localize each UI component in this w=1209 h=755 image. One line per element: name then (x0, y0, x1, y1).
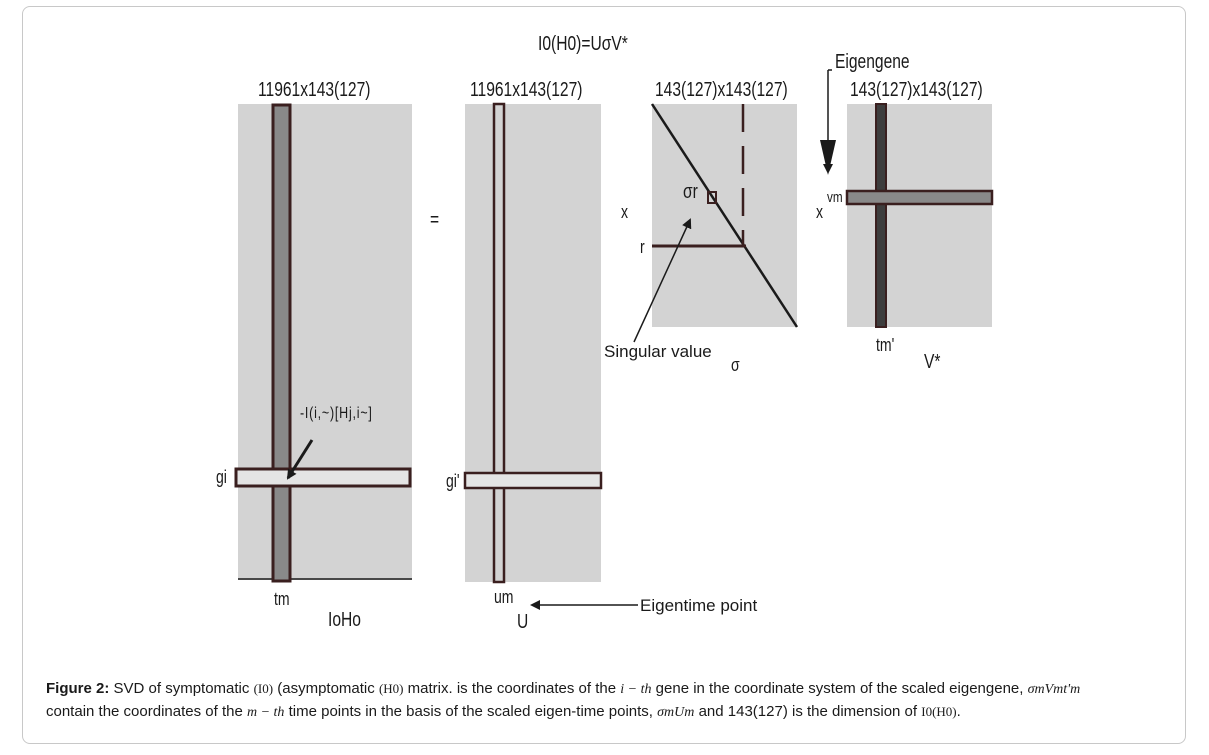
x-label-sigma: x (621, 202, 629, 222)
eigengene-label: Eigengene (835, 51, 910, 73)
gi-label: gi (216, 467, 227, 487)
matrix-ioho-row-gi (234, 467, 412, 488)
sigma-r-label: σr (683, 181, 698, 203)
caption-math-1: (I0) (253, 681, 274, 696)
caption-text-3: matrix. is the coordinates of the (407, 680, 617, 697)
dim-label-ioho: 11961x143(127) (258, 79, 371, 101)
caption-math-3: i − th (620, 682, 652, 697)
r-label: r (640, 237, 645, 257)
dim-label-vstar: 143(127)x143(127) (850, 79, 983, 101)
caption-text-7: and 143(127) is the dimension of (698, 703, 918, 720)
equals-sign: = (430, 209, 440, 231)
matrix-u-column-um (492, 102, 506, 584)
singular-value-label: Singular value (604, 342, 712, 361)
matrix-vstar-column-tm-prime (875, 103, 887, 328)
matrix-u-row-gi-prime (463, 471, 603, 490)
caption-text-1: SVD of symptomatic (113, 680, 250, 697)
eigengene-arrow-head (820, 140, 836, 175)
matrix-ioho-column-tm (271, 103, 292, 583)
dim-label-u: 11961x143(127) (470, 79, 583, 101)
um-label: um (494, 587, 514, 607)
sigma-r-element (707, 191, 717, 204)
caption-math-6: σmUm (657, 705, 695, 720)
caption-text-6: time points in the basis of the scaled e… (288, 703, 653, 720)
sigma-label: σ (731, 355, 740, 375)
caption-math-5: m − th (246, 705, 285, 720)
equation-label: I0(H0)=UσV* (538, 33, 628, 55)
cell-expression-label: -I(i,~)[Hj,i~] (300, 405, 373, 422)
caption-text-5: contain the coordinates of the (46, 703, 243, 720)
matrix-vstar-row-vm (845, 189, 994, 206)
u-label: U (517, 611, 529, 633)
figure-caption: Figure 2: SVD of symptomatic (I0) (asymp… (46, 678, 1186, 724)
figure-label: Figure 2: (46, 680, 110, 697)
singular-value-arrow (633, 218, 692, 343)
caption-text-2: (asymptomatic (277, 680, 375, 697)
figure-frame (22, 6, 1186, 744)
gi-prime-label: gi' (446, 471, 460, 491)
tm-prime-label: tm' (876, 335, 895, 355)
vstar-label: V* (924, 351, 941, 373)
cell-arrow (286, 439, 314, 480)
ioho-label: IoHo (328, 609, 361, 631)
caption-math-4: σmVmt'm (1027, 682, 1081, 697)
caption-text-8: . (956, 703, 961, 720)
vm-label: vm (827, 189, 843, 206)
caption-text-4: gene in the coordinate system of the sca… (655, 680, 1024, 697)
matrix-u (465, 104, 601, 582)
caption-math-7: I0(H0) (921, 704, 957, 719)
tm-label: tm (274, 589, 290, 609)
sigma-diagonal (650, 103, 799, 328)
matrix-vstar (847, 104, 992, 327)
eigentime-label: Eigentime point (640, 596, 758, 615)
caption-math-2: (H0) (378, 681, 404, 696)
matrix-ioho (238, 104, 412, 580)
x-label-vm: x (816, 202, 824, 222)
dim-label-sigma: 143(127)x143(127) (655, 79, 788, 101)
